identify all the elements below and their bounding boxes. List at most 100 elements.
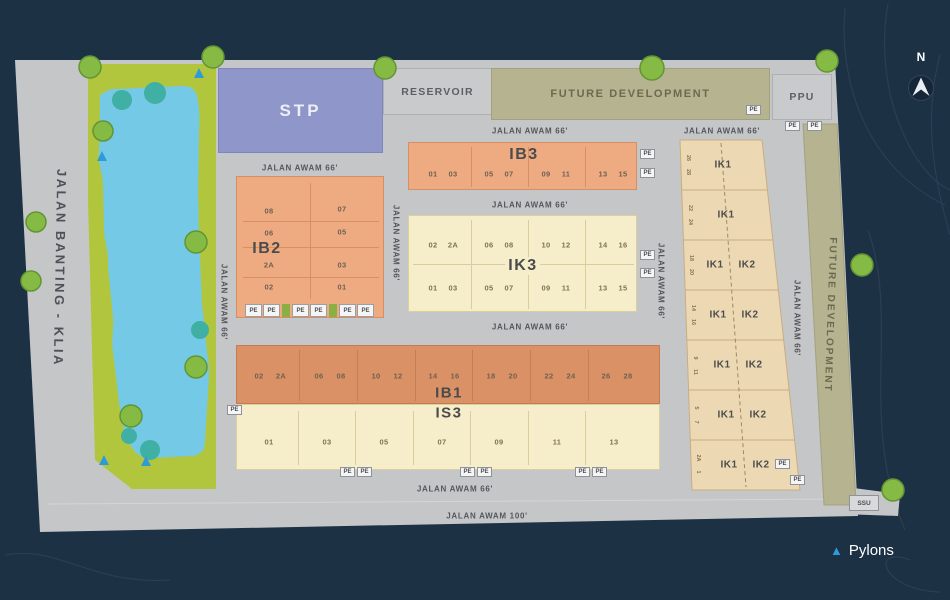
lot-number: 16 <box>450 371 460 381</box>
lot-divider <box>528 147 529 187</box>
lot-divider <box>357 350 358 401</box>
planter-strip <box>329 304 337 317</box>
road-label-awam66-h5: JALAN AWAM 66' <box>683 126 761 136</box>
planter-strip <box>282 304 290 317</box>
pe-box: PE <box>785 121 800 131</box>
pylon-icon: ▲ <box>830 543 843 558</box>
lot-number: 22 <box>544 371 554 381</box>
ik-edge-lot: 11 <box>692 369 698 375</box>
ik-edge-lot: 5 <box>693 406 699 410</box>
ssu-box: SSU <box>849 495 879 511</box>
lot-divider <box>585 411 586 465</box>
pe-box: PE <box>775 459 790 469</box>
ib3-block[interactable]: IB3 01 03 05 07 09 11 13 15 <box>408 142 637 190</box>
ik-edge-lot: 20 <box>688 268 694 276</box>
lot-number: 06 <box>264 228 274 238</box>
lot-number: 13 <box>598 169 608 179</box>
lot-number: 2A <box>447 240 459 250</box>
pe-box: PE <box>340 467 355 477</box>
lot-number: 05 <box>484 169 494 179</box>
road-label-awam66-h1: JALAN AWAM 66' <box>261 163 339 173</box>
ik-edge-lot: 28 <box>685 168 691 176</box>
lot-number: 26 <box>601 371 611 381</box>
lot-number: 02 <box>428 240 438 250</box>
lot-number: 06 <box>314 371 324 381</box>
pe-box: PE <box>640 250 655 260</box>
lot-divider <box>588 350 589 401</box>
road-label-awam66-h6: JALAN AWAM 66' <box>416 484 494 494</box>
lot-number: 07 <box>437 437 447 447</box>
ik1-label: IK1 <box>717 409 735 421</box>
ik-edge-lot: 24 <box>687 218 693 226</box>
ik1-label: IK1 <box>714 159 732 171</box>
is3-label: IS3 <box>435 404 463 422</box>
lake-tree-icon <box>140 440 160 460</box>
pe-box: PE <box>460 467 475 477</box>
lot-number: 05 <box>337 227 347 237</box>
ik-edge-lot: 7 <box>693 420 699 424</box>
lot-number: 01 <box>428 169 438 179</box>
lot-number: 03 <box>448 283 458 293</box>
lot-number: 05 <box>484 283 494 293</box>
future-development-block: FUTURE DEVELOPMENT <box>491 68 770 120</box>
lot-divider <box>355 411 356 465</box>
road-label-awam66-h4: JALAN AWAM 66' <box>491 322 569 332</box>
road-label-awam66-v3: JALAN AWAM 66' <box>656 242 666 320</box>
ib1-block[interactable]: 02 2A 06 08 10 12 14 16 18 20 22 24 26 2… <box>236 345 660 404</box>
pe-box: PE <box>357 304 374 317</box>
lot-divider <box>528 411 529 465</box>
lot-number: 08 <box>264 206 274 216</box>
lot-number: 13 <box>598 283 608 293</box>
lot-number: 01 <box>264 437 274 447</box>
lot-divider <box>243 221 379 222</box>
lot-divider <box>243 277 379 278</box>
lot-number: 11 <box>561 169 571 179</box>
lot-number: 11 <box>561 283 571 293</box>
lot-number: 13 <box>609 437 619 447</box>
ik12-block-shape[interactable] <box>679 139 801 491</box>
lake <box>98 86 209 459</box>
ik1-label: IK1 <box>709 309 727 321</box>
ik1-label: IK1 <box>713 359 731 371</box>
lot-divider <box>310 183 311 299</box>
lot-number: 09 <box>494 437 504 447</box>
lot-number: 12 <box>393 371 403 381</box>
ik12-centerline <box>720 142 747 488</box>
pe-box: PE <box>227 405 242 415</box>
compass-north-label: N <box>916 50 926 64</box>
lot-number: 07 <box>504 169 514 179</box>
pe-box: PE <box>746 105 761 115</box>
reservoir-label: RESERVOIR <box>401 85 474 98</box>
road-label-awam66-v2: JALAN AWAM 66' <box>391 204 401 282</box>
ik2-label: IK2 <box>738 259 756 271</box>
ik3-label: IK3 <box>505 257 541 275</box>
lot-number: 09 <box>541 169 551 179</box>
ik-edge-lot: 14 <box>690 304 696 312</box>
lake-trees <box>112 82 209 460</box>
lot-number: 01 <box>428 283 438 293</box>
lot-number: 28 <box>623 371 633 381</box>
ik2-label: IK2 <box>745 359 763 371</box>
lake-tree-icon <box>112 90 132 110</box>
future-development-strip-label: FUTURE DEVELOPMENT <box>821 237 839 393</box>
lot-divider <box>413 411 414 465</box>
ik3-block[interactable]: 02 2A 06 08 10 12 14 16 IK3 01 03 05 07 … <box>408 215 637 312</box>
reservoir-block: RESERVOIR <box>383 68 492 115</box>
pe-box: PE <box>263 304 280 317</box>
lot-number: 01 <box>337 282 347 292</box>
lot-number: 15 <box>618 283 628 293</box>
ik1-label: IK1 <box>706 259 724 271</box>
ib2-block[interactable]: 08 06 2A 02 07 05 03 01 IB2 PE PE PE PE … <box>236 176 384 318</box>
ik-edge-lot: 2A <box>695 454 701 462</box>
lot-divider <box>471 147 472 187</box>
road-label-awam66-h2: JALAN AWAM 66' <box>491 126 569 136</box>
lot-divider <box>472 350 473 401</box>
lot-divider <box>415 350 416 401</box>
ik-edge-lot: 26 <box>685 154 691 162</box>
lot-number: 06 <box>484 240 494 250</box>
lot-number: 08 <box>336 371 346 381</box>
ik2-label: IK2 <box>749 409 767 421</box>
stp-block: STP <box>218 68 383 153</box>
is3-block[interactable]: IS3 01 03 05 07 09 11 13 <box>236 404 660 470</box>
lot-number: 2A <box>263 260 275 270</box>
